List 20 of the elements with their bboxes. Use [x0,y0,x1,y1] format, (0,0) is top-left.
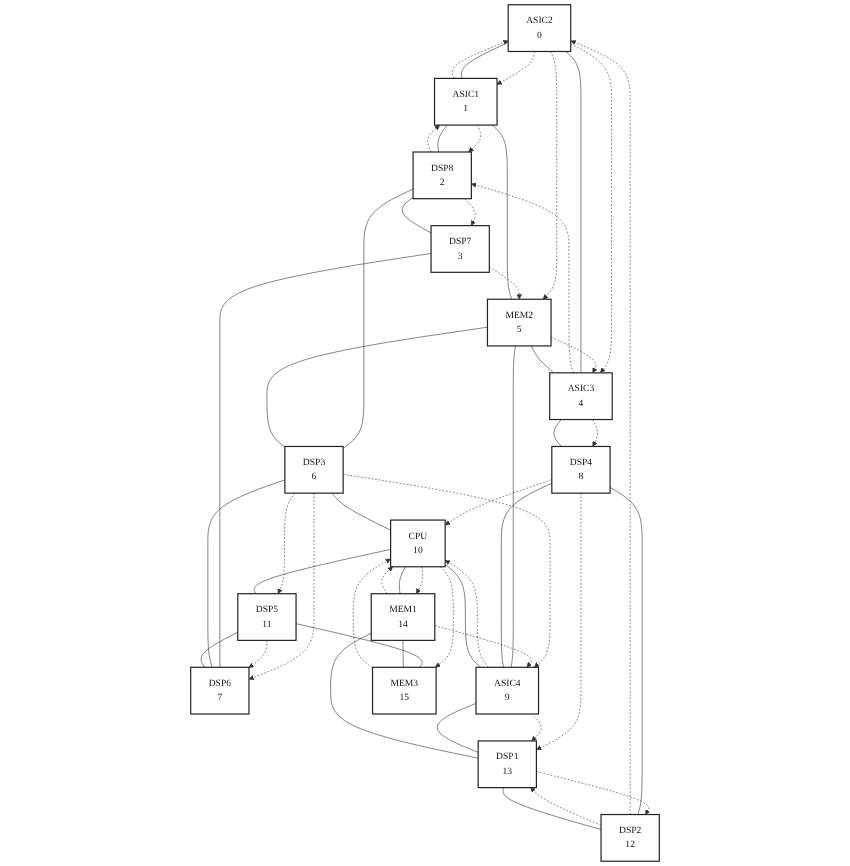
connector [437,124,448,153]
connector [565,51,582,374]
connector [401,197,432,234]
connector [461,42,509,79]
connector [553,419,562,447]
connector [402,640,404,668]
connector [266,326,488,448]
connector [530,345,555,374]
connector [609,487,643,815]
connector [330,632,479,759]
connector [399,566,406,594]
connector [491,124,512,300]
connector [500,482,553,668]
connector [436,703,479,753]
connector [295,623,423,668]
connector [200,631,239,668]
connector [510,345,516,668]
connector [331,492,391,531]
connector [444,564,481,668]
connector [342,188,414,449]
